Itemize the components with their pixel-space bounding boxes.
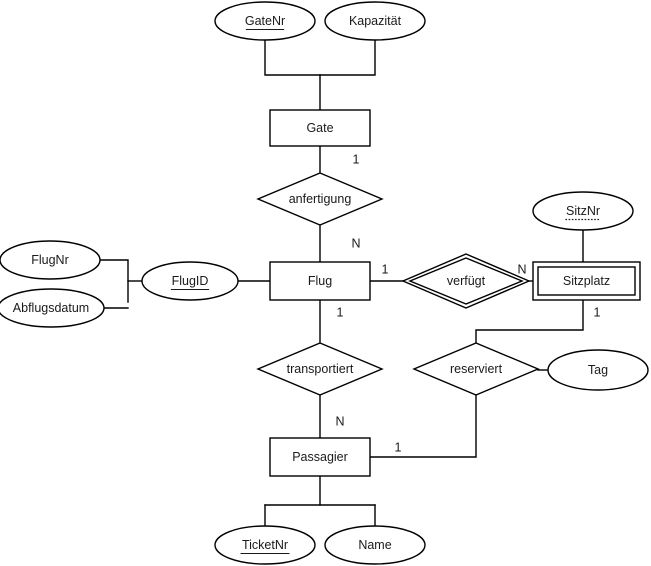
- connector-layer: [99, 39, 584, 527]
- relationship-diamond-verfuegt: [401, 253, 531, 309]
- relationship-anfertigung[interactable]: anfertigung: [256, 172, 384, 226]
- attribute-ellipse-tag: [547, 349, 649, 391]
- relationship-reserviert[interactable]: reserviert: [412, 342, 540, 396]
- relationship-label-transportiert: transportiert: [287, 362, 354, 376]
- attribute-label-flugid: FlugID: [172, 274, 209, 288]
- card-transportiert-passagier: N: [335, 414, 344, 428]
- card-verfuegt-sitzplatz: N: [517, 262, 526, 276]
- entity-box-flug: [269, 261, 371, 301]
- attribute-ticketnr[interactable]: TicketNr: [214, 525, 316, 565]
- card-flug-verfuegt: 1: [382, 262, 389, 276]
- entity-label-gate: Gate: [306, 121, 333, 135]
- entity-label-sitzplatz: Sitzplatz: [563, 274, 610, 288]
- relationship-label-anfertigung: anfertigung: [289, 192, 352, 206]
- card-gate-anfertigung: 1: [353, 152, 360, 166]
- conn-flugnr-to-bus: [99, 259, 129, 303]
- attribute-name[interactable]: Name: [324, 525, 426, 565]
- relationship-diamond-anfertigung: [256, 172, 384, 226]
- attribute-sitznr[interactable]: SitzNr: [532, 191, 634, 231]
- entity-box-inner-sitzplatz: [537, 266, 636, 296]
- relationship-diamond-inner-verfuegt: [408, 257, 524, 305]
- entity-label-flug: Flug: [308, 274, 332, 288]
- attribute-ellipse-flugnr: [0, 240, 101, 280]
- conn-kapazitaet-to-gate: [319, 39, 376, 76]
- relationship-diamond-reserviert: [412, 342, 540, 396]
- attribute-ellipse-ticketnr: [214, 525, 316, 565]
- relationship-label-reserviert: reserviert: [450, 362, 503, 376]
- relationship-transportiert[interactable]: transportiert: [256, 342, 384, 396]
- attribute-label-abflugsdatum: Abflugsdatum: [13, 301, 89, 315]
- entity-box-sitzplatz: [532, 261, 641, 301]
- attribute-gatenr[interactable]: GateNr: [214, 1, 316, 41]
- entity-passagier[interactable]: Passagier: [269, 437, 371, 477]
- entity-box-gate: [269, 109, 371, 147]
- entity-sitzplatz[interactable]: Sitzplatz: [532, 261, 641, 301]
- attribute-flugnr[interactable]: FlugNr: [0, 240, 101, 280]
- entity-flug[interactable]: Flug: [269, 261, 371, 301]
- attribute-kapazitaet[interactable]: Kapazität: [324, 1, 426, 41]
- attribute-label-name: Name: [358, 538, 391, 552]
- entity-gate[interactable]: Gate: [269, 109, 371, 147]
- attribute-label-gatenr: GateNr: [245, 14, 285, 28]
- conn-gatenr-to-gate: [264, 39, 321, 76]
- entity-label-passagier: Passagier: [292, 450, 348, 464]
- attribute-label-ticketnr: TicketNr: [242, 538, 288, 552]
- relationship-layer: anfertigung verfügt transportiert reservier…: [256, 172, 540, 396]
- relationship-label-verfuegt: verfügt: [447, 274, 486, 288]
- attribute-tag[interactable]: Tag: [547, 349, 649, 391]
- card-passagier-reserviert: 1: [395, 440, 402, 454]
- attribute-abflugsdatum[interactable]: Abflugsdatum: [0, 288, 105, 328]
- relationship-diamond-transportiert: [256, 342, 384, 396]
- entity-box-passagier: [269, 437, 371, 477]
- attribute-ellipse-kapazitaet: [324, 1, 426, 41]
- card-anfertigung-flug: N: [351, 236, 360, 250]
- attribute-ellipse-flugid: [141, 261, 239, 301]
- attribute-label-flugnr: FlugNr: [31, 253, 69, 267]
- attribute-flugid[interactable]: FlugID: [141, 261, 239, 301]
- conn-sitzplatz-to-reserviert: [475, 299, 584, 344]
- attribute-label-sitznr: SitzNr: [566, 204, 600, 218]
- attribute-ellipse-name: [324, 525, 426, 565]
- attribute-ellipse-gatenr: [214, 1, 316, 41]
- relationship-verfuegt[interactable]: verfügt: [401, 253, 531, 309]
- card-flug-transportiert: 1: [337, 305, 344, 319]
- attribute-label-kapazitaet: Kapazität: [349, 14, 402, 28]
- attribute-label-tag: Tag: [588, 363, 608, 377]
- attribute-ellipse-sitznr: [532, 191, 634, 231]
- card-sitzplatz-reserviert: 1: [594, 305, 601, 319]
- attribute-ellipse-abflugsdatum: [0, 288, 105, 328]
- conn-reserviert-to-passagier: [369, 394, 477, 458]
